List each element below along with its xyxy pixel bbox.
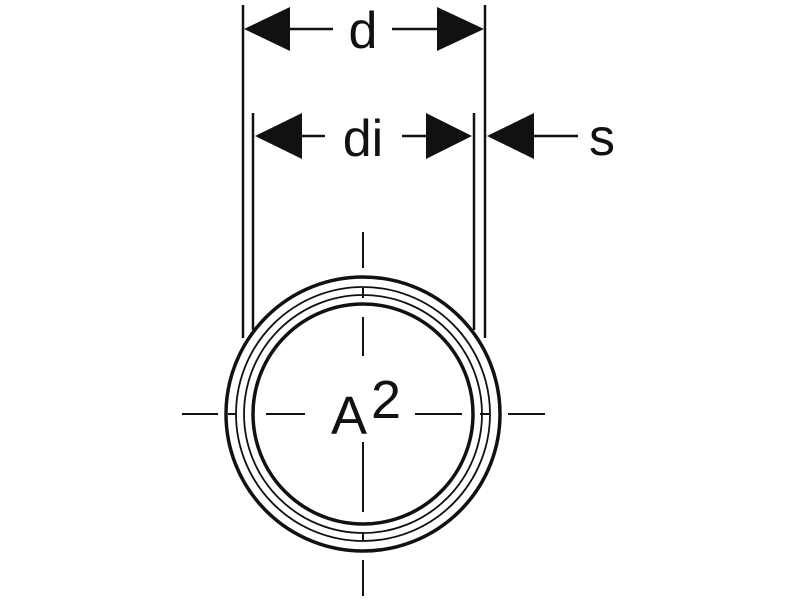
- pipe-outer-wall: [224, 275, 502, 553]
- arrowhead-di-right: [426, 113, 472, 159]
- arrowhead-di-left: [255, 113, 302, 159]
- label-s: s: [589, 109, 615, 167]
- center-lines: [182, 232, 545, 596]
- label-section-superscript: 2: [371, 370, 401, 430]
- label-section-a: A: [331, 386, 367, 446]
- pipe-ring-3: [243, 294, 483, 534]
- arrowhead-d-right: [437, 7, 484, 51]
- pipe-ring-2: [235, 286, 491, 542]
- arrowhead-d-left: [244, 7, 290, 51]
- label-di: di: [343, 110, 383, 168]
- label-d: d: [349, 2, 378, 60]
- pipe-inner-wall: [251, 302, 475, 526]
- arrowhead-s: [487, 113, 534, 159]
